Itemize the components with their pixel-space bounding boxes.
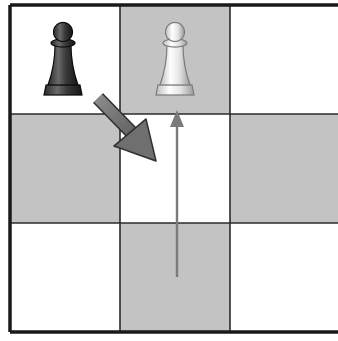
board-square-r0-c2[interactable] [230,5,338,114]
board-square-r2-c2[interactable] [230,223,338,332]
board-square-r1-c2[interactable] [230,114,338,223]
board-square-r1-c0[interactable] [10,114,120,223]
board-square-r2-c0[interactable] [10,223,120,332]
board-square-r2-c1[interactable] [120,223,230,332]
